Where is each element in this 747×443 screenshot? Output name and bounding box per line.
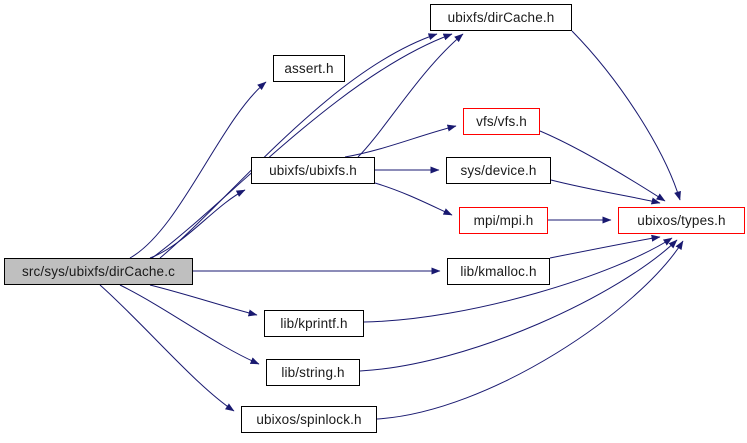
edge-root-to-ubixfs <box>149 189 246 259</box>
edge-string-to-types <box>359 239 678 372</box>
node-label-string: lib/string.h <box>281 364 345 380</box>
node-vfs[interactable]: vfs/vfs.h <box>463 108 540 135</box>
node-device[interactable]: sys/device.h <box>446 157 551 184</box>
node-label-spinlock: ubixos/spinlock.h <box>256 411 362 427</box>
node-ubixfs[interactable]: ubixfs/ubixfs.h <box>251 157 375 184</box>
edge-vfs-to-types <box>539 130 666 202</box>
node-label-kprintf: lib/kprintf.h <box>280 315 348 331</box>
node-dircache[interactable]: ubixfs/dirCache.h <box>430 4 572 31</box>
edge-kmalloc-to-types <box>549 234 661 259</box>
edge-root-to-dircache <box>159 33 438 259</box>
node-label-vfs: vfs/vfs.h <box>476 113 527 129</box>
node-mpi[interactable]: mpi/mpi.h <box>459 207 548 234</box>
edge-ubixfs-to-dircache <box>357 33 464 158</box>
node-label-assert: assert.h <box>284 60 334 76</box>
node-types[interactable]: ubixos/types.h <box>618 207 745 234</box>
node-spinlock[interactable]: ubixos/spinlock.h <box>241 406 377 433</box>
edge-dircache-to-types <box>571 30 681 201</box>
edge-kprintf-to-types <box>363 237 673 323</box>
edges-group <box>99 30 684 420</box>
node-label-types: ubixos/types.h <box>637 212 726 228</box>
edge-device-to-types <box>550 179 661 205</box>
edge-ubixfs-to-mpi <box>374 182 453 216</box>
node-label-kmalloc: lib/kmalloc.h <box>460 263 537 279</box>
node-label-mpi: mpi/mpi.h <box>473 212 534 228</box>
node-kmalloc[interactable]: lib/kmalloc.h <box>447 258 550 285</box>
edge-ubixfs-to-vfs <box>344 124 457 158</box>
node-root[interactable]: src/sys/ubixfs/dirCache.c <box>4 258 193 285</box>
node-kprintf[interactable]: lib/kprintf.h <box>264 310 364 337</box>
node-label-dircache: ubixfs/dirCache.h <box>447 9 555 25</box>
node-string[interactable]: lib/string.h <box>266 359 360 386</box>
edge-spinlock-to-types <box>376 240 684 420</box>
edge-root-to-kprintf <box>149 284 258 317</box>
edge-root-to-spinlock <box>99 284 235 412</box>
edge-root-to-assert <box>129 81 267 259</box>
node-label-ubixfs: ubixfs/ubixfs.h <box>269 162 357 178</box>
node-label-device: sys/device.h <box>460 162 537 178</box>
node-label-root: src/sys/ubixfs/dirCache.c <box>21 263 176 279</box>
node-assert[interactable]: assert.h <box>273 55 345 82</box>
edge-root-to-dircache2 <box>151 33 453 259</box>
edge-root-to-string <box>119 284 260 365</box>
